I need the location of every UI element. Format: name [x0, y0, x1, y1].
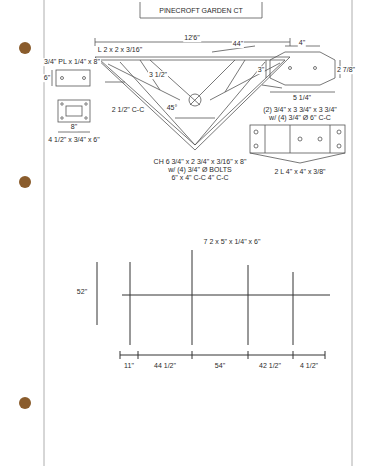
dimension-note: 52" [76, 288, 88, 296]
elevation-grid [138, 351, 139, 359]
truss-sketch [225, 60, 245, 92]
dimension-note: (2) 3/4" x 3 3/4" x 3 3/4" [262, 106, 338, 114]
elevation-grid [97, 250, 330, 359]
base-plate [52, 70, 53, 86]
dimension-note: 4 1/2" [299, 362, 319, 370]
binder-hole [19, 42, 31, 54]
dimension-note: 2 1/2" C-C [111, 106, 145, 114]
elevation-grid [248, 265, 249, 345]
angle-plate [254, 130, 258, 134]
base-plate [85, 103, 87, 105]
truss-sketch [190, 60, 235, 105]
truss-sketch [150, 60, 200, 105]
gusset-plate [289, 67, 292, 70]
truss-sketch [210, 63, 280, 100]
truss-sketch [189, 94, 201, 106]
binder-hole [19, 397, 31, 409]
truss-sketch [105, 82, 125, 83]
angle-plate [337, 130, 341, 134]
dimension-note: 7 2 x 5" x 1/4" x 6" [203, 238, 262, 246]
base-plate [61, 103, 63, 105]
angle-plate [250, 125, 345, 163]
sheet-title: PINECROFT GARDEN CT [158, 7, 244, 14]
dimension-note: 42 1/2" [258, 362, 282, 370]
base-plate [85, 117, 87, 119]
dimension-note: 3 1/2" [148, 71, 168, 79]
dimension-note: 44" [232, 40, 244, 48]
elevation-grid [248, 351, 249, 359]
gusset-plate [270, 92, 335, 93]
truss-sketch [100, 60, 285, 145]
dimension-note: 2 L 4" x 4" x 3/8" [273, 168, 326, 176]
dimension-note: L 2 x 2 x 3/16" [97, 46, 143, 54]
angle-plate [250, 153, 345, 163]
angle-plate [298, 137, 302, 141]
angle-plate [290, 125, 291, 153]
dimension-note: 45° [166, 104, 179, 112]
elevation-grid [120, 351, 121, 359]
elevation-grid [122, 295, 330, 296]
truss-sketch [175, 118, 215, 119]
gusset-plate [314, 67, 317, 70]
elevation-grid [192, 351, 193, 359]
angle-plate [254, 144, 258, 148]
dimension-note: 4" [298, 39, 306, 47]
dimension-note: 5 1/4" [292, 94, 312, 102]
angle-plate [330, 125, 331, 153]
base-plate [58, 132, 90, 133]
base-plate [66, 106, 82, 116]
base-plate [61, 77, 64, 80]
dimension-note: 6" x 4" C-C 4" C-C [170, 174, 229, 182]
angle-plate [265, 125, 266, 153]
dimension-note: 3/4" PL x 1/4" x 8" [43, 58, 101, 66]
base-plate [58, 100, 90, 122]
base-plate [61, 117, 63, 119]
notebook-paper [44, 0, 45, 466]
angle-plate [337, 144, 341, 148]
truss-sketch [290, 38, 291, 46]
dimension-note: w/ (4) 3/4" Ø 6" C-C [268, 114, 332, 122]
dimension-note: 11" [123, 362, 135, 370]
angle-plate [250, 125, 345, 153]
elevation-grid [120, 355, 325, 356]
dimension-note: w/ (4) 3/4" Ø BOLTS [167, 166, 232, 174]
title-box [140, 2, 262, 18]
gusset-plate [270, 52, 335, 85]
dimension-note: 6" [43, 74, 51, 82]
title-box [140, 2, 141, 18]
dimension-note: CH 6 3/4" x 2 3/4" x 3/16" x 8" [153, 158, 248, 166]
elevation-grid [192, 250, 193, 345]
truss-sketch [120, 62, 195, 145]
truss-sketch [95, 57, 290, 150]
truss-sketch [95, 38, 96, 46]
elevation-grid [97, 262, 98, 325]
dimension-note: 12'6" [183, 34, 201, 42]
dimension-note: 8" [70, 123, 78, 131]
angle-plate [318, 137, 322, 141]
notebook-paper [44, 0, 352, 466]
dimension-note: 44 1/2" [153, 362, 177, 370]
truss-sketch [262, 85, 282, 88]
base-plate [56, 70, 90, 86]
base-plate [83, 77, 86, 80]
dimension-note: 54" [214, 362, 226, 370]
truss-sketch [195, 62, 265, 145]
dimension-note: 2 7/8" [336, 66, 356, 74]
truss-sketch [95, 38, 290, 150]
elevation-grid [293, 351, 294, 359]
elevation-grid [325, 351, 326, 359]
gusset-plate [266, 46, 340, 92]
gusset-plate [266, 60, 267, 78]
binder-hole [19, 176, 31, 188]
dimension-note: 4 1/2" x 3/4" x 6" [47, 136, 100, 144]
title-box [262, 2, 263, 18]
dimension-note: 3" [257, 66, 265, 74]
elevation-grid [130, 262, 131, 345]
base-plate [52, 70, 90, 132]
binder-hole [19, 42, 31, 409]
elevation-grid [293, 272, 294, 345]
title-box [140, 18, 262, 19]
